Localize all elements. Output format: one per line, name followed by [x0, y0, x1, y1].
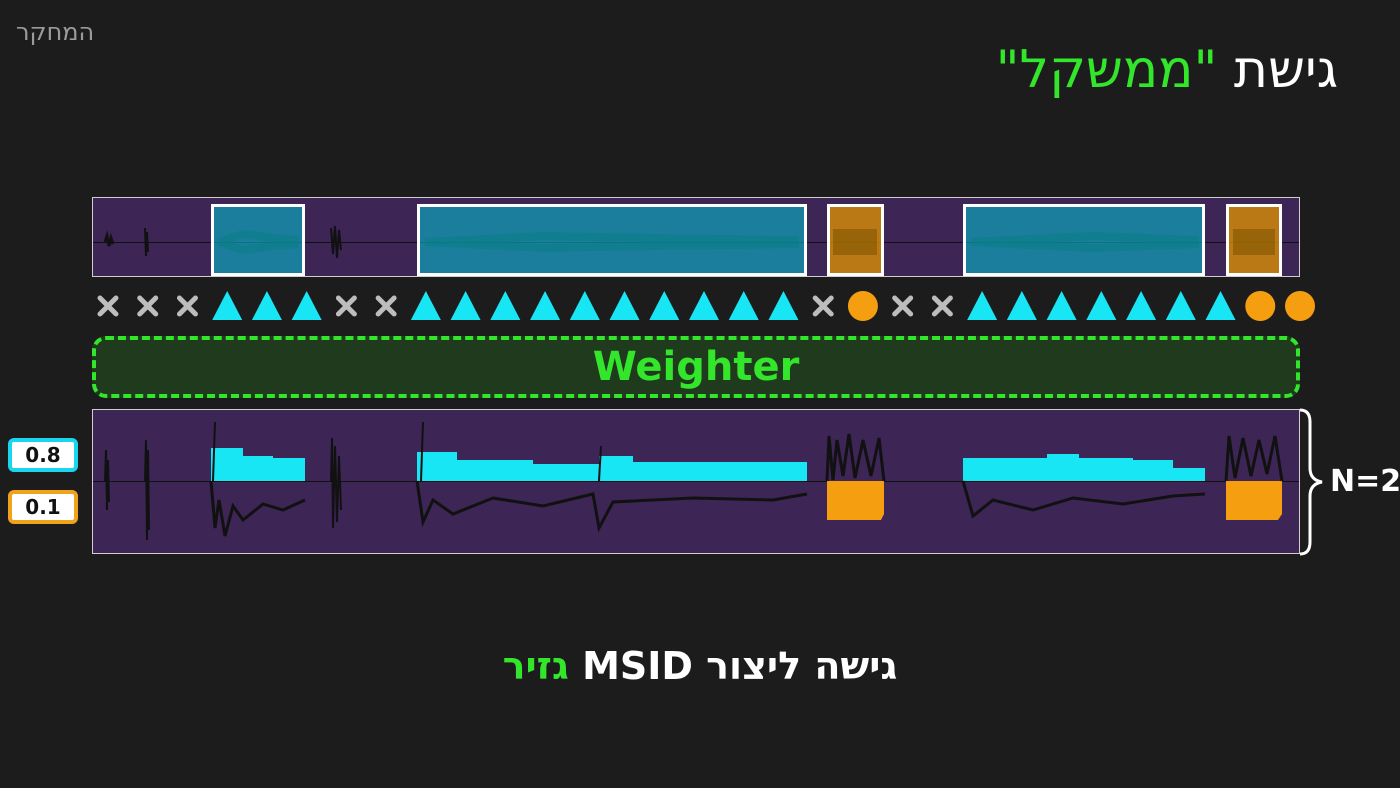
x-marker-icon: [892, 295, 914, 317]
frame-label-row: [92, 288, 1315, 324]
circle-marker-icon: [1245, 291, 1276, 321]
x-marker-icon: [812, 295, 834, 317]
brace-icon: [1299, 408, 1323, 556]
triangle-marker-icon: [1046, 291, 1077, 320]
x-marker-icon: [931, 295, 953, 317]
caption-accent: גזיר: [502, 644, 569, 688]
triangle-marker-icon: [1165, 291, 1196, 320]
triangle-marker-icon: [1086, 291, 1117, 320]
triangle-marker-icon: [291, 291, 322, 320]
x-marker-icon: [137, 295, 159, 317]
page-title: גישת "ממשקל": [996, 40, 1338, 100]
triangle-marker-icon: [251, 291, 282, 320]
frame-markers: [97, 291, 1315, 321]
circle-marker-icon: [847, 291, 878, 321]
x-marker-icon: [375, 295, 397, 317]
triangle-marker-icon: [1126, 291, 1157, 320]
circle-marker-icon: [1285, 291, 1315, 321]
segment-waveforms: [217, 229, 1275, 255]
triangle-marker-icon: [212, 291, 243, 320]
x-marker-icon: [97, 295, 119, 317]
caption: גישה ליצור MSID גזיר: [0, 644, 1400, 688]
x-marker-icon: [176, 295, 198, 317]
title-prefix: גישת: [1217, 40, 1338, 100]
weighter-label: Weighter: [592, 344, 800, 390]
n-label: N=2: [1330, 464, 1400, 499]
audio-segment-panel: [92, 197, 1300, 277]
triangle-marker-icon: [609, 291, 640, 320]
waveform-spikes: [103, 225, 342, 259]
caption-main: גישה ליצור MSID: [568, 644, 898, 688]
triangle-marker-icon: [1205, 291, 1236, 320]
triangle-marker-icon: [768, 291, 799, 320]
triangle-marker-icon: [689, 291, 719, 320]
section-label: המחקר: [16, 18, 95, 46]
weighted-waveform-panel: [92, 409, 1300, 554]
triangle-marker-icon: [728, 291, 759, 320]
weight-badge-high: 0.8: [8, 438, 78, 472]
triangle-marker-icon: [569, 291, 600, 320]
triangle-marker-icon: [967, 291, 998, 320]
triangle-marker-icon: [490, 291, 521, 320]
triangle-marker-icon: [1006, 291, 1037, 320]
triangle-marker-icon: [530, 291, 561, 320]
weighted-baseline: [93, 481, 1299, 482]
triangle-marker-icon: [410, 291, 441, 320]
triangle-marker-icon: [450, 291, 481, 320]
weight-badge-low: 0.1: [8, 490, 78, 524]
title-accent: "ממשקל": [995, 40, 1218, 100]
weighted-waveform: [104, 421, 1284, 541]
x-marker-icon: [335, 295, 357, 317]
triangle-marker-icon: [649, 291, 680, 320]
weighter-box: Weighter: [92, 336, 1300, 398]
